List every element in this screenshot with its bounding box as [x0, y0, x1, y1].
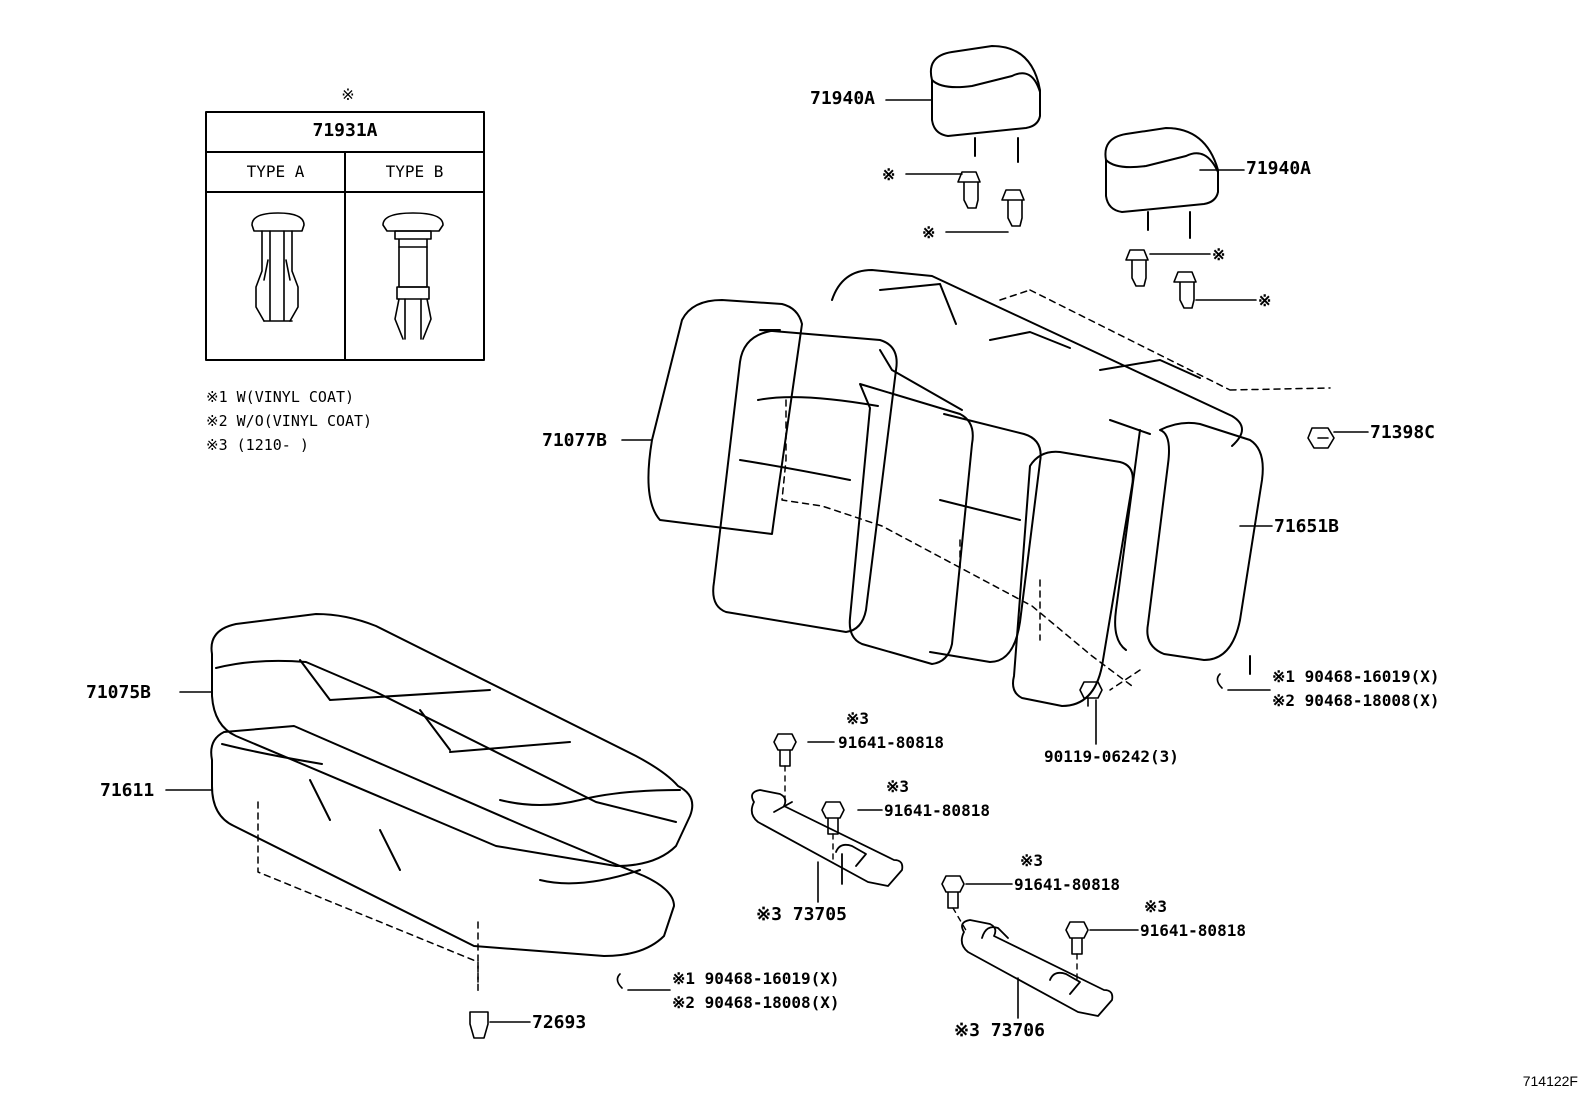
clip-ring-icons — [616, 673, 1223, 989]
label-belt-left[interactable]: ※3 73705 — [756, 904, 847, 925]
seatback-drawing — [647, 269, 1264, 707]
label-cushion-cover[interactable]: 71075B — [86, 682, 152, 703]
label-belt-right[interactable]: ※3 73706 — [954, 1020, 1045, 1041]
label-bolt-c-mark: ※3 — [1020, 851, 1044, 870]
seatback-hidden-lines — [781, 289, 1331, 691]
legend-type-a: TYPE A — [246, 162, 305, 181]
label-clip-right-1[interactable]: ※1 90468-16019(X) — [1272, 667, 1440, 686]
label-support-mark-1[interactable]: ※ — [882, 165, 896, 184]
label-headrest-left[interactable]: 71940A — [810, 88, 876, 109]
diagram-code: 714122F — [1522, 1073, 1578, 1089]
clip-type-b-icon — [382, 212, 444, 340]
label-clip-left-2[interactable]: ※2 90468-18008(X) — [672, 993, 840, 1012]
label-bolt-b-mark: ※3 — [886, 777, 910, 796]
headrest-support-icons — [957, 171, 1197, 309]
label-bolt-b[interactable]: 91641-80818 — [884, 801, 990, 820]
note-2: ※2 W/O(VINYL COAT) — [206, 412, 373, 430]
headrest-left-drawing — [930, 45, 1041, 163]
headrest-right-drawing — [1104, 127, 1219, 239]
label-support-mark-2[interactable]: ※ — [922, 223, 936, 242]
label-clip-left-1[interactable]: ※1 90468-16019(X) — [672, 969, 840, 988]
back-bolt-icon — [1079, 681, 1103, 707]
leader-lines — [165, 99, 1369, 1023]
legend-mark: ※ — [341, 85, 355, 104]
label-back-bolt[interactable]: 90119-06242(3) — [1044, 747, 1179, 766]
belt-dash-lines — [784, 765, 1078, 983]
label-bolt-d-mark: ※3 — [1144, 897, 1168, 916]
seat-cushion-cover-drawing — [210, 613, 694, 867]
legend-table-frame — [205, 111, 485, 361]
label-bolt-c[interactable]: 91641-80818 — [1014, 875, 1120, 894]
label-hook[interactable]: 72693 — [532, 1012, 587, 1033]
note-1: ※1 W(VINYL COAT) — [206, 388, 355, 406]
seat-cushion-pad-drawing — [210, 725, 675, 957]
note-3: ※3 (1210- ) — [206, 436, 309, 454]
label-support-mark-4[interactable]: ※ — [1258, 291, 1272, 310]
belt-bracket-right-drawing — [960, 919, 1114, 1017]
label-clip-right-2[interactable]: ※2 90468-18008(X) — [1272, 691, 1440, 710]
clip-type-a-icon — [251, 212, 305, 322]
label-seatback-cover[interactable]: 71077B — [542, 430, 608, 451]
legend-type-b: TYPE B — [385, 162, 444, 181]
label-bolt-d[interactable]: 91641-80818 — [1140, 921, 1246, 940]
label-seatback-pad[interactable]: 71651B — [1274, 516, 1340, 537]
label-cushion-pad[interactable]: 71611 — [100, 780, 155, 801]
label-lock-striker[interactable]: 71398C — [1370, 422, 1436, 443]
label-bolt-a[interactable]: 91641-80818 — [838, 733, 944, 752]
lock-striker-icon — [1307, 427, 1335, 449]
belt-bracket-left-drawing — [750, 789, 904, 887]
label-headrest-right[interactable]: 71940A — [1246, 158, 1312, 179]
hook-icon — [469, 1011, 489, 1039]
label-support-mark-3[interactable]: ※ — [1212, 245, 1226, 264]
cushion-hidden-lines — [257, 801, 479, 993]
label-bolt-a-mark: ※3 — [846, 709, 870, 728]
legend-part-number: 71931A — [312, 120, 378, 141]
